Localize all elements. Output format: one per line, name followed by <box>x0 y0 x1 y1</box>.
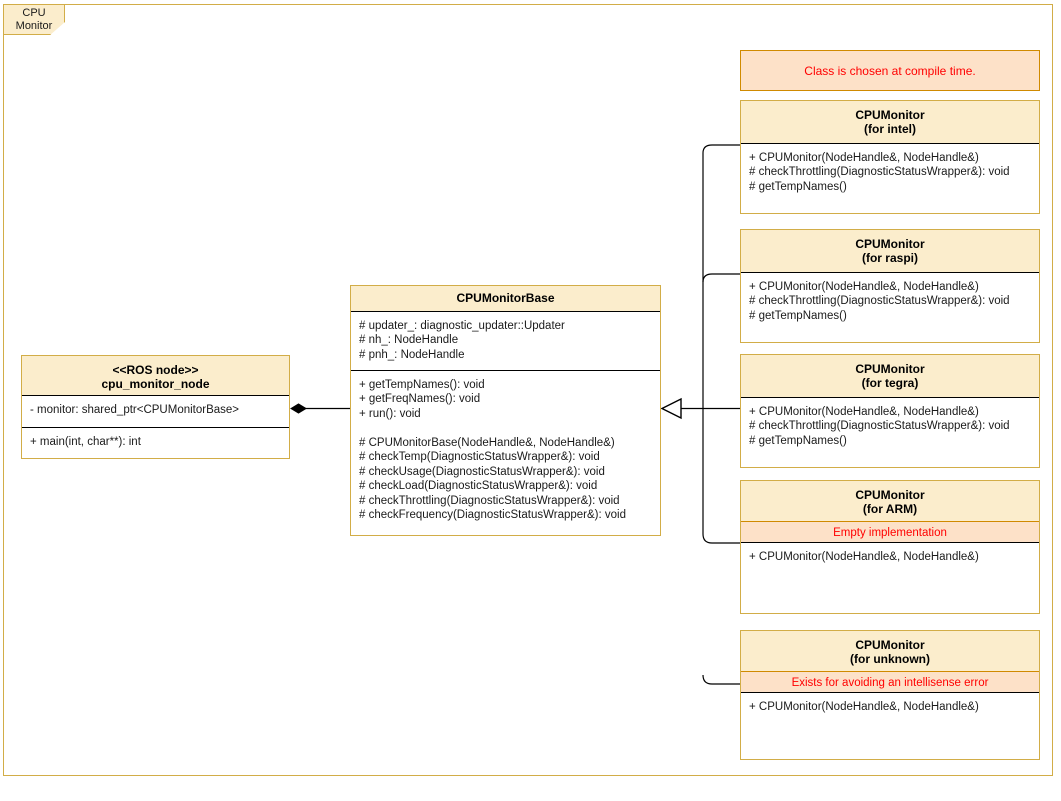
attributes-compartment-cpu-monitor-node: - monitor: shared_ptr<CPUMonitorBase> <box>30 404 240 416</box>
class-box-cpu-monitor-node[interactable]: <<ROS node>> cpu_monitor_node - monitor:… <box>21 355 290 459</box>
class-header-cpumonitor-tegra: CPUMonitor (for tegra) <box>741 355 1039 398</box>
class-variant: (for unknown) <box>850 652 930 667</box>
class-name: CPUMonitor <box>855 362 925 376</box>
class-name: cpu_monitor_node <box>101 377 210 392</box>
class-header-cpumonitor-raspi: CPUMonitor (for raspi) <box>741 230 1039 273</box>
class-name: CPUMonitor <box>855 108 925 122</box>
class-variant: (for raspi) <box>861 251 918 266</box>
class-header-cpumonitor-intel: CPUMonitor (for intel) <box>741 101 1039 144</box>
class-stereotype: <<ROS node>> <box>112 363 199 377</box>
frame-name-tab: CPU Monitor <box>3 4 65 35</box>
note-compile-time: Class is chosen at compile time. <box>740 50 1040 91</box>
operations-compartment-cpu-monitor-node: + main(int, char**): int <box>22 427 289 458</box>
operations-compartment-cpumonitorbase: + getTempNames(): void + getFreqNames():… <box>351 370 660 536</box>
class-box-cpumonitor-raspi[interactable]: CPUMonitor (for raspi) + CPUMonitor(Node… <box>740 229 1040 343</box>
class-header-cpumonitor-arm: CPUMonitor (for ARM) <box>741 481 1039 522</box>
operations-compartment-cpumonitor-arm: + CPUMonitor(NodeHandle&, NodeHandle&) <box>749 551 979 563</box>
class-header-cpu-monitor-node: <<ROS node>> cpu_monitor_node <box>22 356 289 396</box>
frame-tab-line-2: Monitor <box>15 19 53 32</box>
class-box-cpumonitor-arm[interactable]: CPUMonitor (for ARM) Empty implementatio… <box>740 480 1040 614</box>
class-name: CPUMonitor <box>855 638 925 652</box>
class-variant: (for ARM) <box>862 502 918 517</box>
class-name: CPUMonitor <box>855 237 925 251</box>
operations-compartment-cpumonitor-tegra: + CPUMonitor(NodeHandle&, NodeHandle&) #… <box>749 406 1010 447</box>
class-box-cpumonitorbase[interactable]: CPUMonitorBase # updater_: diagnostic_up… <box>350 285 661 536</box>
operations-compartment-cpumonitor-intel: + CPUMonitor(NodeHandle&, NodeHandle&) #… <box>749 152 1010 193</box>
operations-compartment-cpumonitor-raspi: + CPUMonitor(NodeHandle&, NodeHandle&) #… <box>749 281 1010 322</box>
note-compile-time-text: Class is chosen at compile time. <box>804 63 976 78</box>
class-box-cpumonitor-intel[interactable]: CPUMonitor (for intel) + CPUMonitor(Node… <box>740 100 1040 214</box>
frame-tab-line-1: CPU <box>22 6 46 19</box>
class-header-cpumonitorbase: CPUMonitorBase <box>351 286 660 312</box>
class-variant: (for intel) <box>864 122 916 137</box>
class-variant: (for tegra) <box>861 376 919 391</box>
class-name: CPUMonitor <box>855 488 925 502</box>
operations-compartment-cpumonitor-unknown: + CPUMonitor(NodeHandle&, NodeHandle&) <box>749 701 979 713</box>
attributes-compartment-cpumonitorbase: # updater_: diagnostic_updater::Updater … <box>359 320 565 361</box>
note-band-intellisense-error: Exists for avoiding an intellisense erro… <box>741 672 1039 693</box>
class-box-cpumonitor-unknown[interactable]: CPUMonitor (for unknown) Exists for avoi… <box>740 630 1040 760</box>
class-box-cpumonitor-tegra[interactable]: CPUMonitor (for tegra) + CPUMonitor(Node… <box>740 354 1040 468</box>
class-name: CPUMonitorBase <box>456 291 555 305</box>
note-band-empty-implementation: Empty implementation <box>741 522 1039 543</box>
class-header-cpumonitor-unknown: CPUMonitor (for unknown) <box>741 631 1039 672</box>
